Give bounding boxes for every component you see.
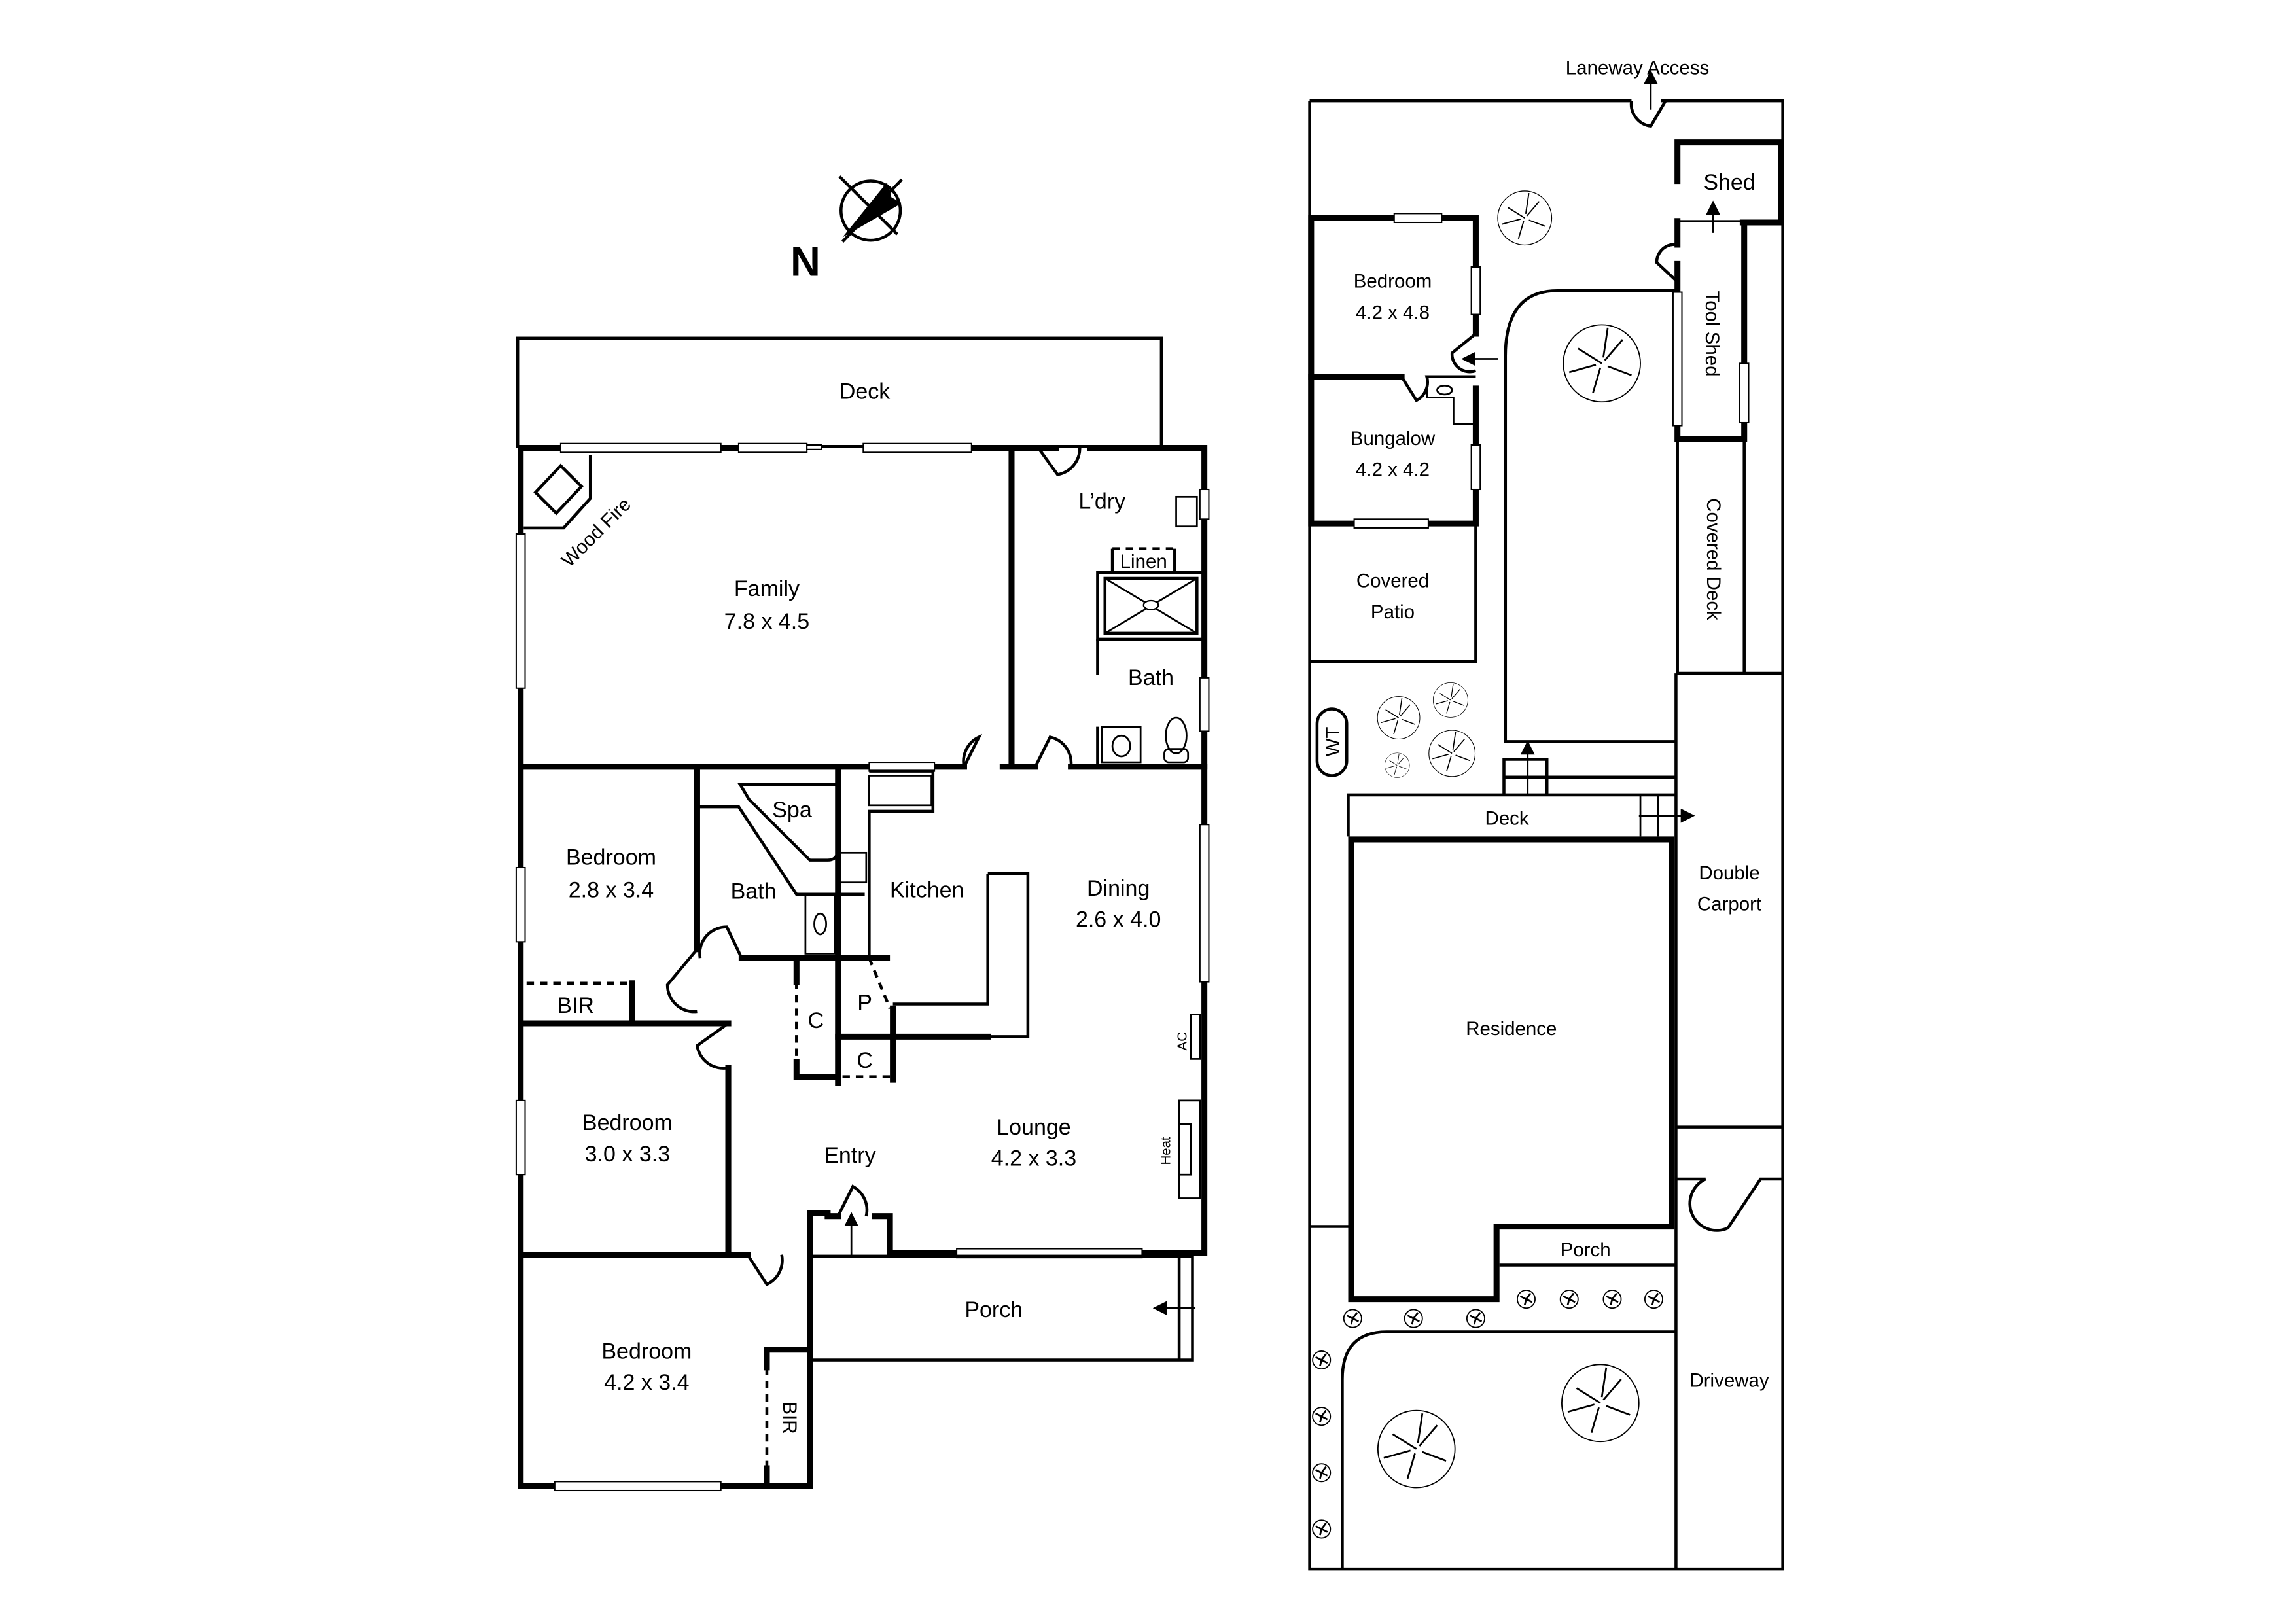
bedroom-3-door[interactable] [746, 1254, 784, 1286]
floor-plan: Deck Wood Fire Family 7.8 x 4.5 L’ [515, 336, 1210, 1492]
bedroom-1-size: 2.8 x 3.4 [569, 877, 654, 902]
laundry-label: L’dry [1078, 489, 1125, 514]
bedroom-1-door[interactable] [665, 948, 699, 1014]
entry-label: Entry [824, 1143, 875, 1168]
north-label: N [790, 239, 821, 285]
bungalow-size: 4.2 x 4.2 [1356, 459, 1430, 481]
linen-label: Linen [1120, 551, 1167, 573]
kitchen-label: Kitchen [890, 877, 964, 902]
front-door[interactable] [836, 1184, 869, 1217]
family-label: Family [734, 576, 800, 601]
cooktop-icon [838, 851, 868, 884]
residence-label: Residence [1466, 1018, 1557, 1040]
compass: N [790, 175, 903, 285]
driveway-label: Driveway [1689, 1369, 1769, 1391]
bath-2-label: Bath [731, 879, 777, 904]
water-tank-label: WT [1322, 726, 1344, 756]
bedroom-2-door[interactable] [695, 1022, 730, 1070]
laundry-door[interactable] [1036, 447, 1082, 476]
carport-line1: Double [1699, 862, 1759, 884]
heat-label: Heat [1159, 1137, 1174, 1165]
bir-1-label: BIR [557, 993, 594, 1018]
toilet-icon [1163, 716, 1190, 764]
spa-label: Spa [772, 798, 812, 822]
site-bedroom-size: 4.2 x 4.8 [1356, 302, 1430, 323]
bath-door[interactable] [1034, 735, 1073, 768]
deck-outline [516, 336, 1163, 448]
lounge-label: Lounge [997, 1115, 1070, 1140]
bath-main-label: Bath [1128, 665, 1174, 690]
bedroom-2-size: 3.0 x 3.3 [585, 1142, 670, 1167]
site-deck-label: Deck [1485, 807, 1528, 829]
basin-icon [1101, 726, 1142, 764]
tool-shed-door[interactable] [1655, 243, 1679, 283]
covered-deck-label: Covered Deck [1703, 498, 1724, 620]
wood-fire-icon [523, 455, 592, 530]
shed-label: Shed [1703, 170, 1755, 195]
bath-2-door[interactable] [698, 925, 743, 959]
deck-label: Deck [839, 380, 891, 404]
covered-patio-line2: Patio [1371, 601, 1415, 623]
north-arrow-icon [838, 175, 903, 243]
wood-fire-label: Wood Fire [557, 493, 635, 571]
bungalow-label: Bungalow [1351, 428, 1436, 450]
kitchen-sink-icon [868, 775, 932, 807]
bath-2-basin-icon [804, 893, 836, 955]
laundry-tub-icon [1175, 495, 1198, 528]
dining-label: Dining [1087, 876, 1150, 901]
tool-shed-label: Tool Shed [1701, 291, 1723, 377]
site-porch-label: Porch [1561, 1239, 1611, 1261]
bedroom-3-label: Bedroom [601, 1339, 692, 1364]
bedroom-3-size: 4.2 x 3.4 [604, 1370, 689, 1395]
carport-line2: Carport [1697, 894, 1761, 915]
ac-label: AC [1175, 1032, 1190, 1050]
family-size: 7.8 x 4.5 [724, 609, 809, 634]
laneway-gate[interactable] [1629, 99, 1667, 128]
lounge-size: 4.2 x 3.3 [991, 1146, 1076, 1171]
dining-size: 2.6 x 4.0 [1076, 908, 1161, 932]
cupboard-1-label: C [807, 1008, 824, 1033]
covered-patio-line1: Covered [1356, 571, 1429, 592]
bedroom-site-door[interactable] [1450, 332, 1477, 374]
heater-icon [1178, 1099, 1201, 1199]
water-tank-icon [1315, 707, 1349, 777]
bir-3-label: BIR [779, 1402, 800, 1434]
residence-outline [1348, 836, 1675, 1303]
cupboard-2-label: C [857, 1048, 873, 1073]
carport-gate[interactable] [1688, 1177, 1783, 1232]
shower-icon [1096, 571, 1206, 641]
pantry-label: P [857, 991, 872, 1015]
family-door[interactable] [962, 733, 983, 768]
site-plan: Laneway Access Shed Tool Shed Covered De… [1308, 57, 1784, 1571]
laneway-label: Laneway Access [1566, 57, 1709, 79]
bedroom-2-label: Bedroom [582, 1110, 673, 1135]
bedroom-1-label: Bedroom [566, 845, 656, 870]
site-bedroom-label: Bedroom [1354, 271, 1432, 292]
porch-label: Porch [964, 1297, 1023, 1322]
